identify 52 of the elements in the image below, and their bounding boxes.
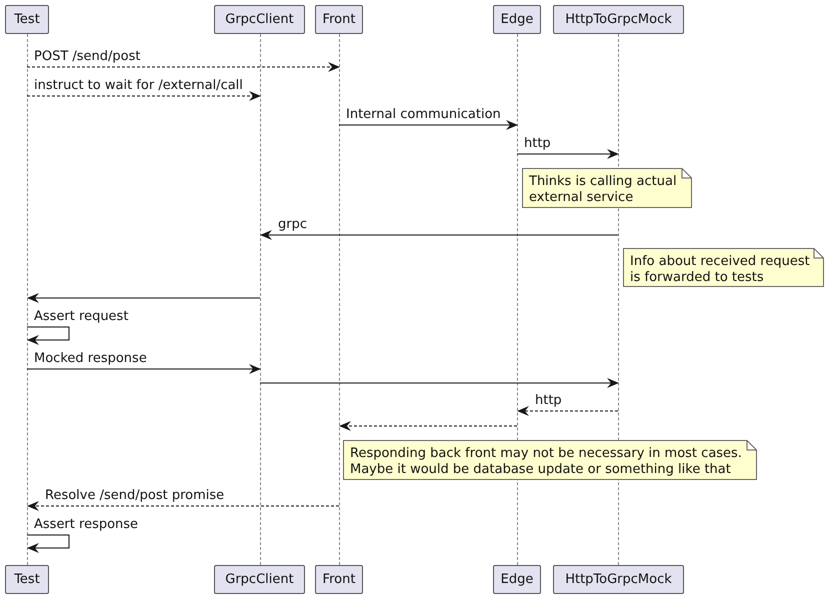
participant-box (493, 565, 541, 594)
message-label: http (523, 136, 552, 151)
message-label: Assert response (33, 517, 140, 532)
message-arrow (339, 421, 518, 431)
message-arrow (516, 149, 619, 159)
participant-box (214, 5, 305, 34)
participant-name: Edge (500, 572, 534, 587)
self-message-arrow (26, 534, 70, 553)
participant-name: GrpcClient (225, 572, 294, 587)
participant-name: GrpcClient (225, 12, 294, 27)
participant-name: Test (14, 572, 40, 587)
message-arrow (517, 406, 618, 416)
note-text: Responding back front may not be necessary in most cases. Maybe it would be database update or something like that (350, 446, 742, 477)
message-arrow (26, 364, 261, 374)
note-text: Info about received request is forwarded to tests (630, 254, 810, 285)
message-arrow (260, 230, 618, 240)
lifeline (517, 34, 519, 565)
note-box (343, 440, 757, 480)
message-label: Resolve /send/post promise (44, 488, 226, 503)
lifeline (618, 34, 620, 565)
self-message-arrow (26, 326, 70, 345)
note-text: Thinks is calling actual external service (529, 174, 677, 205)
participant-name: Test (14, 12, 40, 27)
participant-box (553, 565, 684, 594)
participant-name: HttpToGrpcMock (565, 572, 672, 587)
note-box (623, 248, 824, 287)
participant-name: HttpToGrpcMock (565, 12, 672, 27)
participant-box (315, 5, 363, 34)
participant-name: Front (322, 572, 356, 587)
message-label: Mocked response (33, 351, 148, 366)
participant-name: Edge (500, 12, 534, 27)
message-label: POST /send/post (33, 49, 142, 64)
message-arrow (338, 120, 518, 130)
participant-name: Front (322, 12, 356, 27)
participant-box (5, 5, 49, 34)
lifeline (339, 34, 341, 565)
message-arrow (26, 62, 340, 72)
message-label: instruct to wait for /external/call (33, 78, 244, 93)
message-arrow (27, 501, 340, 511)
participant-box (493, 5, 541, 34)
lifeline (27, 34, 29, 565)
participant-box (553, 5, 684, 34)
participant-box (214, 565, 305, 594)
message-label: Assert request (33, 309, 130, 324)
participant-box (315, 565, 363, 594)
note-box (522, 168, 692, 208)
participant-box (5, 565, 49, 594)
message-arrow (26, 91, 261, 101)
message-arrow (260, 378, 619, 388)
message-arrow (27, 293, 260, 303)
lifeline (260, 34, 262, 565)
message-label: http (534, 393, 563, 408)
